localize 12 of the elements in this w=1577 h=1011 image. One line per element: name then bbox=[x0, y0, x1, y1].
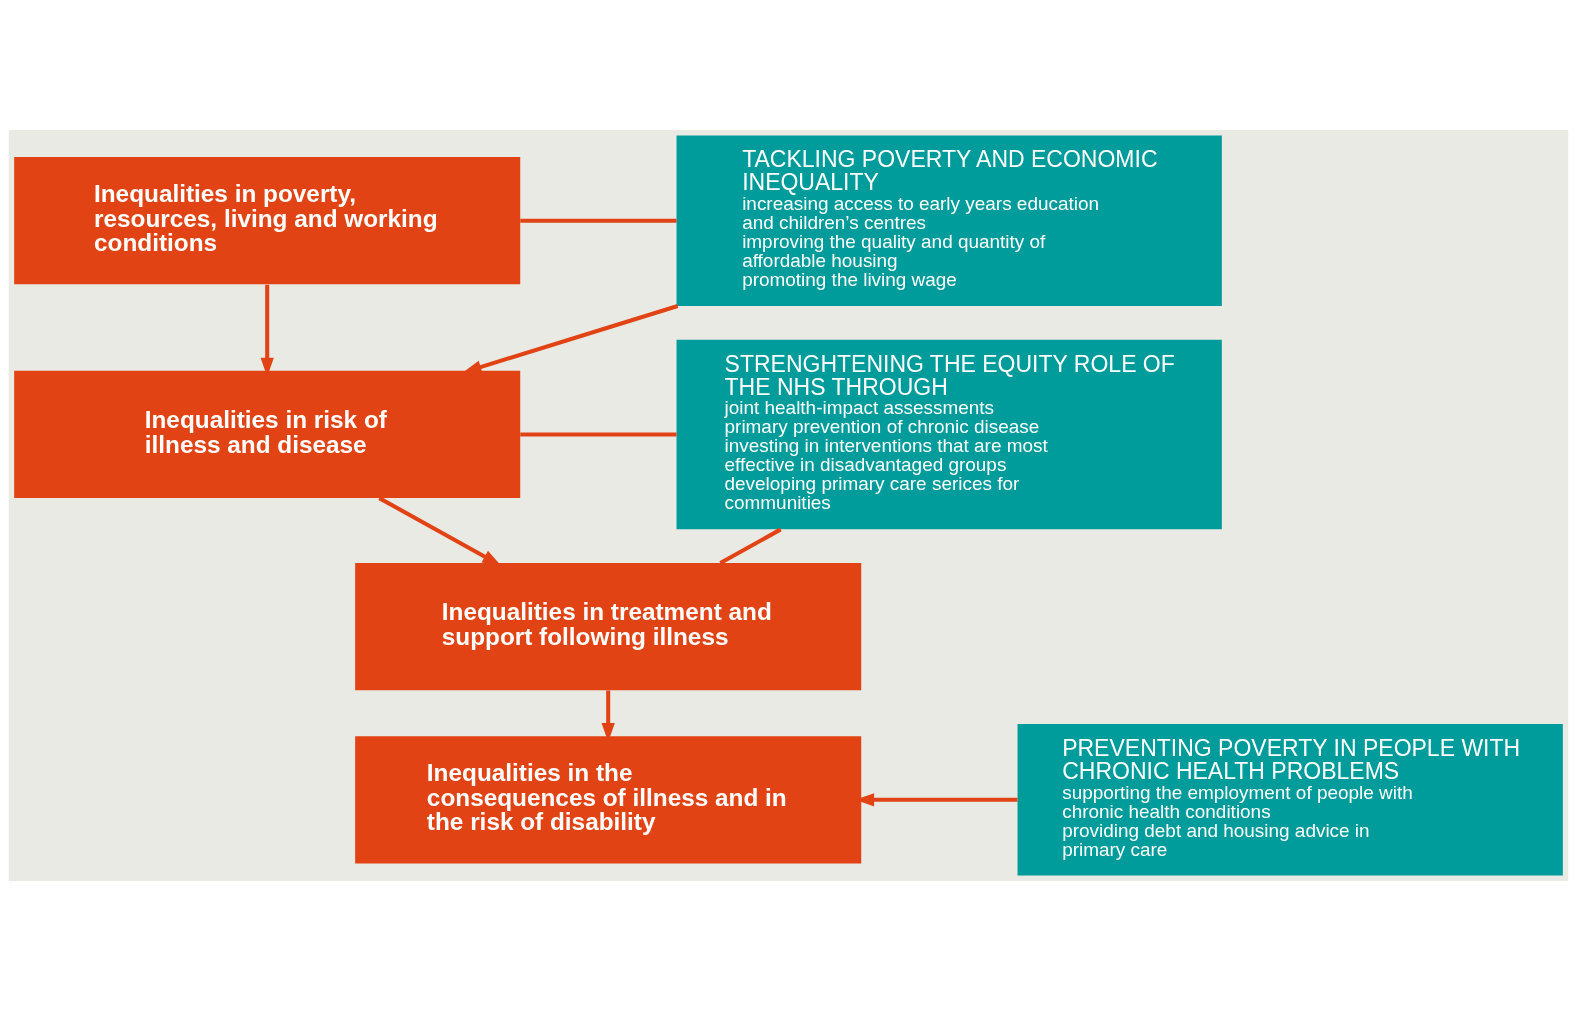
node-box: STRENGHTENING THE EQUITY ROLE OF THE NHS THROUGH joint health-impact assessments primary prevention of chronic disease investing in interventions that are most effective in disadvantaged groups developing primary care serices for communities bbox=[676, 339, 1222, 530]
connector bbox=[520, 218, 677, 223]
connector bbox=[520, 432, 677, 437]
node-box: Inequalities in risk of illness and disease bbox=[14, 370, 521, 499]
node-box: TACKLING POVERTY AND ECONOMIC INEQUALITY increasing access to early years education and children’s centres improving the quality and quantity of affordable housing promoting the living wage bbox=[676, 135, 1222, 306]
node-box: Inequalities in poverty, resources, living and working conditions bbox=[14, 157, 521, 285]
arrow bbox=[462, 304, 679, 374]
arrow bbox=[378, 496, 502, 566]
connector bbox=[719, 527, 782, 565]
node-box: PREVENTING POVERTY IN PEOPLE WITH CHRONIC HEALTH PROBLEMS supporting the employment of people with chronic health conditions providing debt and housing advice in primary care bbox=[1017, 724, 1563, 876]
node-box: Inequalities in treatment and support following illness bbox=[355, 563, 862, 691]
node-box: Inequalities in the consequences of illness and in the risk of disability bbox=[355, 736, 862, 864]
